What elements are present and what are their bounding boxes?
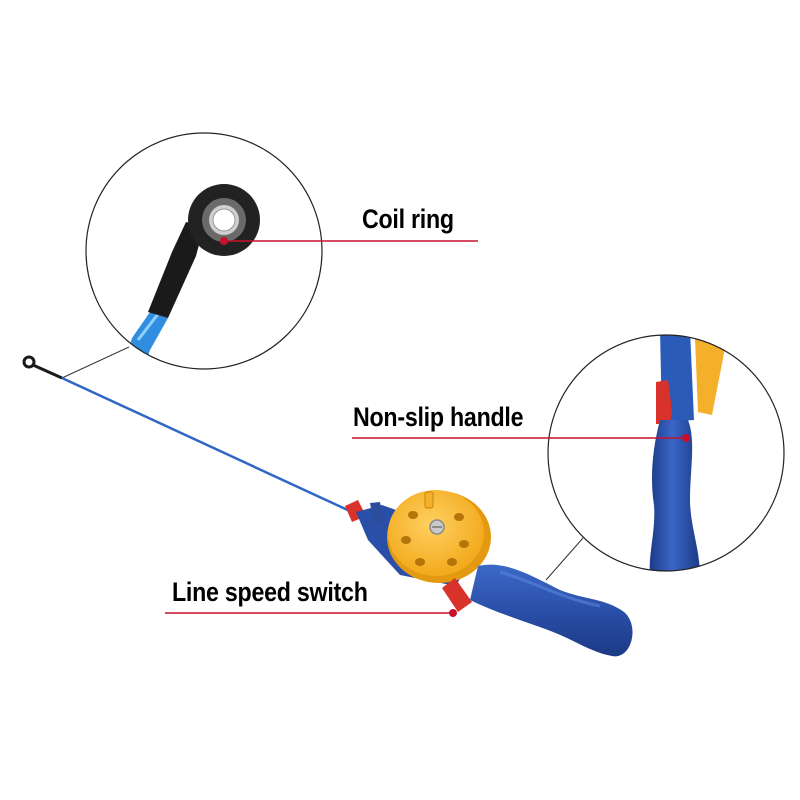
handle-detail-switch <box>656 380 672 424</box>
label-non-slip-handle: Non-slip handle <box>353 402 524 432</box>
line-speed-switch <box>442 578 472 612</box>
callout-dot-line-speed-switch <box>449 609 457 617</box>
callout-dot-coil-ring <box>220 237 228 245</box>
fishing-rod <box>22 355 633 657</box>
reel-knob <box>424 491 434 509</box>
callout-dot-non-slip-handle <box>682 434 690 442</box>
label-line-speed-switch: Line speed switch <box>172 577 368 607</box>
zoom-circle-handle <box>547 334 785 572</box>
zoom-connector-right <box>545 537 584 581</box>
zoom-connector-top <box>61 346 130 379</box>
reel-spool <box>387 490 491 583</box>
label-coil-ring: Coil ring <box>362 204 454 234</box>
rod-tip-guide <box>22 355 36 369</box>
rod-blank <box>61 376 353 514</box>
rod-handle <box>470 564 633 657</box>
zoom-circle-coil-ring <box>85 132 323 370</box>
